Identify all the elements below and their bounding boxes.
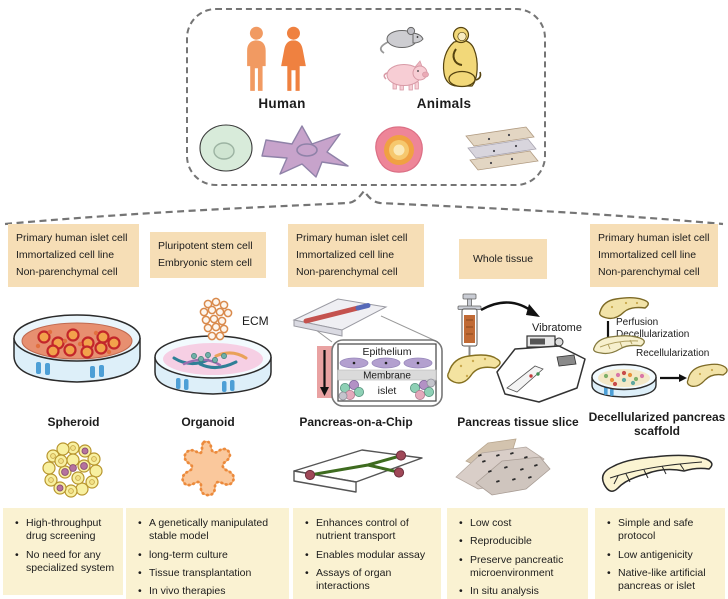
epithelium-label: Epithelium [362,346,411,358]
tissue-slice-illustration: Vibratome [447,293,586,403]
spheroid-icon [42,441,103,498]
advantages-box-organoid: A genetically manipulated stable model lo… [126,508,289,599]
organoid-dish-illustration: ECM [154,297,272,395]
model-title-chip: Pancreas-on-a-Chip [299,415,413,429]
cell-source-box-slice: Whole tissue [459,239,547,279]
decellularization-label: Decellularization [616,329,689,340]
advantages-box-spheroid: High-throughput drug screening No need fo… [3,508,123,595]
arrow-icon [526,304,540,317]
cell-source-line: Immortalized cell line [16,249,115,261]
advantages-box-chip: Enhances control of nutrient transportEn… [293,508,441,599]
advantage-item: A genetically manipulated stable model [136,517,284,544]
animal-silhouettes-icon [379,26,482,91]
islet-cell-icon [375,126,423,173]
mouse-icon [379,26,424,54]
model-title-spheroid: Spheroid [47,415,100,429]
syringe-icon [457,293,482,356]
recellularization-label: Recellularization [636,348,709,359]
advantages-box-scaffold: Simple and safe protocolLow antigenicity… [595,508,725,599]
chip-model-icon [293,449,423,493]
advantage-item: Simple and safe protocol [605,517,720,544]
advantage-item: long-term culture [136,549,284,563]
tissue-slice-icon [455,438,551,496]
cell-source-line: Primary human islet cell [16,232,128,244]
membrane-label: Membrane [363,371,411,382]
human-label: Human [258,96,306,111]
recellularization-dish-icon [591,363,657,398]
advantage-item: No need for any specialized system [13,549,118,576]
cell-source-line: Primary human islet cell [598,232,710,244]
cell-source-line: Pluripotent stem cell [158,240,253,252]
cell-source-line: Primary human islet cell [296,232,408,244]
advantage-item: Enhances control of nutrient transport [303,517,436,544]
tissue-layers-icon [465,126,539,171]
cell-source-line: Non-parenchymal cell [296,266,398,278]
scaffold-icon [601,454,713,492]
advantage-item: Reproducible [457,535,583,549]
recellularized-pancreas-icon [686,363,728,388]
islet-label: islet [378,385,397,397]
advantage-item: Assays of organ interactions [303,567,436,594]
advantage-item: Low antigenicity [605,549,720,563]
advantages-box-slice: Low costReproduciblePreserve pancreatic … [447,508,588,599]
cell-source-line: Non-parenchymal cell [16,266,118,278]
chip-illustration: Epithelium Membrane islet [292,298,443,407]
spheroid-dish-illustration [13,314,141,383]
cell-source-line: Immortalized cell line [598,249,697,261]
flow-arrow-icon [320,387,329,396]
green-cell-icon [199,124,253,172]
monkey-icon [442,26,482,88]
advantage-item: Tissue transplantation [136,567,284,581]
vibratome-machine-icon [496,335,586,403]
cell-types-icons [199,124,539,178]
advantage-item: In situ analysis [457,585,583,599]
islet-cluster-icon [338,379,364,401]
advantage-item: Enables modular assay [303,549,436,563]
advantage-item: Low cost [457,517,583,531]
vibratome-label: Vibratome [532,322,582,334]
model-title-organoid: Organoid [181,415,235,429]
right-arrow-icon [679,374,687,382]
ecm-label: ECM [242,314,269,328]
decellularized-pancreas-icon [593,335,645,355]
perfusion-label: Perfusion [616,317,658,328]
cell-source-line: Non-parenchymal cell [598,266,700,278]
brace-connector [4,189,724,226]
stellate-cell-icon [261,125,349,178]
advantage-item: Native-like artificial pancreas or islet [605,567,720,594]
animals-label: Animals [416,96,472,111]
organoid-icon [181,440,236,497]
model-title-slice: Pancreas tissue slice [457,415,579,429]
cell-source-line: Immortalized cell line [296,249,395,261]
pancreas-icon [447,354,501,384]
human-silhouettes-icon [247,26,306,91]
cell-source-line: Whole tissue [472,252,534,265]
advantage-item: In vivo therapies [136,585,284,599]
decellularization-illustration: Perfusion Decellularization Recellulariz… [591,297,728,398]
cell-source-line: Embryonic stem cell [158,257,252,269]
pancreas-icon [598,297,649,320]
ecm-cluster-icon [199,297,233,341]
pig-icon [383,60,429,91]
islet-cluster-icon [409,378,436,400]
advantage-item: Preserve pancreatic microenvironment [457,554,583,581]
cell-source-panel: Human Animals [186,8,546,186]
model-title-scaffold: Decellularized pancreas scaffold [588,410,726,439]
advantage-item: High-throughput drug screening [13,517,118,544]
